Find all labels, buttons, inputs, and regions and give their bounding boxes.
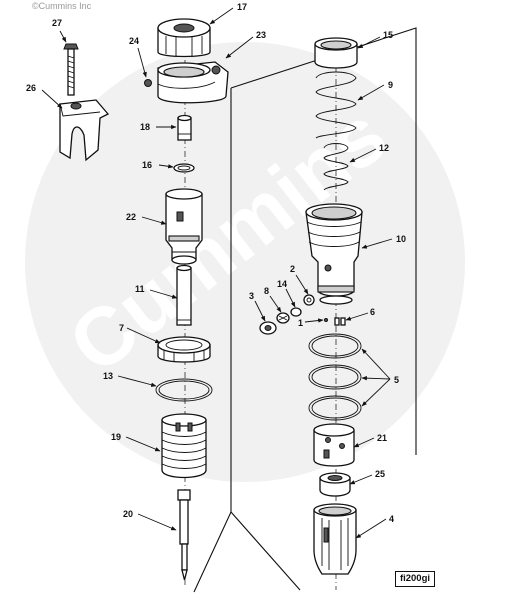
callout-6: 6 (370, 307, 375, 317)
callout-14: 14 (277, 279, 287, 289)
part-17-retainer-nut (157, 18, 211, 58)
frame-line-top (230, 27, 417, 455)
callout-21: 21 (377, 433, 387, 443)
callout-labels: 27 17 24 23 15 26 9 18 12 16 22 10 2 14 … (26, 2, 406, 524)
part-26-clamp (59, 99, 110, 162)
callout-8: 8 (264, 286, 269, 296)
leader-4 (355, 518, 387, 539)
leader-17 (209, 7, 234, 25)
leader-19 (125, 436, 161, 452)
callout-7: 7 (119, 323, 124, 333)
part-25-seat (319, 472, 351, 497)
callout-9: 9 (388, 80, 393, 90)
callout-23: 23 (256, 30, 266, 40)
leader-16 (158, 164, 174, 169)
callout-4: 4 (389, 514, 394, 524)
callout-22: 22 (126, 212, 136, 222)
callout-16: 16 (142, 160, 152, 170)
part-18-pin (177, 114, 192, 141)
leader-1 (304, 318, 324, 323)
leader-26 (41, 89, 63, 109)
part-13-o-ring (155, 378, 213, 402)
part-21-spacer (313, 423, 355, 467)
leader-10 (361, 238, 393, 249)
leader-15 (357, 36, 381, 49)
leader-11 (149, 289, 178, 299)
leader-23 (225, 36, 254, 59)
part-1-ball (324, 318, 328, 322)
leader-21 (353, 437, 375, 448)
callout-24: 24 (129, 36, 139, 46)
callout-15: 15 (383, 30, 393, 40)
leader-22 (141, 216, 167, 225)
leader-5b (361, 376, 391, 381)
callout-5: 5 (394, 375, 399, 385)
part-10-housing (305, 203, 363, 305)
leader-20 (137, 513, 177, 531)
part-6-dowel (334, 317, 346, 326)
leader-27 (59, 30, 67, 43)
callout-13: 13 (103, 371, 113, 381)
part-27-capscrew (63, 43, 79, 96)
figure-id-box: fi200gi (395, 571, 435, 587)
part-14-seat (290, 307, 302, 317)
part-19-barrel (161, 413, 207, 479)
part-16-snap-ring (173, 163, 195, 173)
part-20-plunger (177, 489, 191, 581)
leader-14 (285, 288, 296, 308)
leader-3 (254, 300, 266, 322)
part-2-ring (303, 294, 315, 306)
part-22-valve-body (165, 188, 203, 265)
callout-18: 18 (140, 122, 150, 132)
leader-25 (349, 474, 373, 485)
part-5-o-rings (308, 333, 362, 421)
callout-2: 2 (290, 264, 295, 274)
part-9-spring (315, 71, 357, 139)
part-3-nut (259, 321, 277, 335)
callout-25: 25 (375, 469, 385, 479)
leader-9 (357, 84, 385, 101)
part-12-spring (323, 143, 349, 191)
leader-2 (295, 274, 309, 295)
leader-5c (361, 378, 391, 407)
leader-lines (41, 7, 393, 539)
part-11-plunger (176, 264, 192, 326)
leader-5a (361, 348, 391, 380)
callout-12: 12 (379, 143, 389, 153)
callout-20: 20 (123, 509, 133, 519)
callout-10: 10 (396, 234, 406, 244)
part-24-ball (144, 79, 152, 87)
callout-26: 26 (26, 83, 36, 93)
part-23-adapter (157, 61, 229, 104)
callout-17: 17 (237, 2, 247, 12)
leader-24 (137, 47, 147, 78)
leader-12 (349, 148, 377, 163)
leader-6 (345, 312, 369, 321)
part-4-cup (313, 503, 357, 575)
copyright-notice: ©Cummins Inc (32, 1, 92, 11)
frame-line-bottom (230, 511, 301, 591)
callout-19: 19 (111, 432, 121, 442)
leader-13 (117, 375, 157, 387)
frame-line-left (193, 88, 232, 593)
part-15-spring-cup (314, 37, 358, 69)
leader-7 (126, 327, 161, 344)
part-7-nut-ring (157, 336, 211, 363)
part-8-spring-small (276, 312, 290, 324)
leader-8 (269, 295, 282, 313)
callout-11: 11 (135, 284, 145, 294)
callout-3: 3 (249, 291, 254, 301)
callout-1: 1 (298, 318, 303, 328)
callout-27: 27 (52, 18, 62, 28)
